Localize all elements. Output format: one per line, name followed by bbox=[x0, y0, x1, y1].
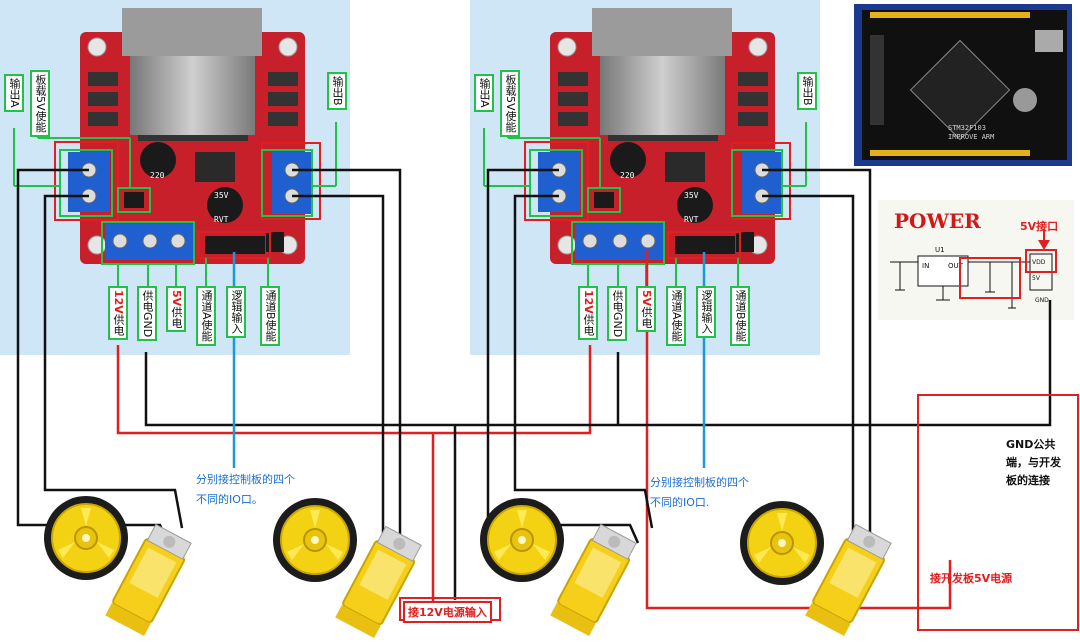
left-label-gnd: 供电GND bbox=[137, 286, 157, 342]
wire-12v bbox=[116, 250, 952, 610]
right-12v-suffix: 供电 bbox=[582, 313, 595, 336]
right-driver-board: 220 35V RVT bbox=[470, 0, 820, 355]
left-12v-suffix: 供电 bbox=[112, 313, 125, 336]
left-5v-suffix: 供电 bbox=[170, 306, 183, 329]
left-io-note: 分别接控制板的四个 不同的IO口。 bbox=[196, 472, 295, 508]
power-input-label: 接12V电源输入 bbox=[403, 601, 492, 623]
right-label-channel-b-enable: 通道B使能 bbox=[730, 286, 750, 346]
left-driver-board: 220 35V RVT bbox=[0, 0, 350, 355]
left-label-logic-input: 逻辑输入 bbox=[226, 286, 246, 338]
gnd-note-line3: 板的连接 bbox=[1006, 474, 1050, 487]
mcu-dev-board: STM32F103 IMPROVE ARM bbox=[854, 4, 1072, 166]
right-label-5v-supply: 5V供电 bbox=[636, 286, 656, 333]
right-12v-prefix: 12V bbox=[582, 290, 595, 314]
left-io-note-line1: 分别接控制板的四个 bbox=[196, 473, 295, 486]
right-io-note: 分别接控制板的四个 不同的IO口. bbox=[650, 475, 749, 511]
left-cap-silk-1: 220 bbox=[150, 171, 165, 180]
right-cap-silk-1: 220 bbox=[620, 171, 635, 180]
motor-wheel-1 bbox=[43, 495, 194, 638]
power-schematic: POWER IN OUT U1 VDD 5V GND bbox=[878, 200, 1074, 320]
dev-link-box bbox=[917, 394, 1079, 631]
schematic-out-label: OUT bbox=[948, 262, 964, 270]
left-cap-silk-2: 35V bbox=[214, 191, 229, 200]
schematic-gnd-label: GND bbox=[1035, 297, 1049, 304]
left-label-channel-b-enable: 通道B使能 bbox=[260, 286, 280, 346]
right-label-gnd: 供电GND bbox=[607, 286, 627, 342]
gnd-common-note: GND公共 端，与开发 板的连接 bbox=[1006, 436, 1061, 490]
wire-motor-right bbox=[486, 168, 872, 545]
schematic-pin-vdd: VDD bbox=[1032, 259, 1046, 266]
port-5v-label: 5V接口 bbox=[1020, 220, 1059, 233]
left-label-out-b: 输出B bbox=[327, 72, 347, 110]
power-title: POWER bbox=[894, 209, 981, 233]
right-5v-prefix: 5V bbox=[640, 290, 653, 307]
left-io-note-line2: 不同的IO口。 bbox=[196, 493, 263, 506]
right-5v-suffix: 供电 bbox=[640, 306, 653, 329]
left-5v-prefix: 5V bbox=[170, 290, 183, 307]
mcu-silk-line2: IMPROVE ARM bbox=[948, 133, 994, 141]
right-label-out-b: 输出B bbox=[797, 72, 817, 110]
schematic-pin-5v: 5V bbox=[1032, 275, 1041, 282]
motor-wheel-3 bbox=[479, 497, 639, 638]
left-label-12v-supply: 12V供电 bbox=[108, 286, 128, 340]
right-io-note-line2: 不同的IO口. bbox=[650, 496, 710, 509]
right-label-12v-supply: 12V供电 bbox=[578, 286, 598, 340]
left-label-board-5v-enable: 板载5V使能 bbox=[30, 70, 50, 137]
right-label-out-a: 输出A bbox=[474, 74, 494, 112]
right-label-board-5v-enable: 板载5V使能 bbox=[500, 70, 520, 137]
right-cap-silk-3: RVT bbox=[684, 215, 699, 224]
gnd-note-line2: 端，与开发 bbox=[1006, 456, 1061, 469]
gnd-note-line1: GND公共 bbox=[1006, 438, 1056, 451]
dev-5v-label: 接开发板5V电源 bbox=[930, 572, 1013, 585]
right-label-channel-a-enable: 通道A使能 bbox=[666, 286, 686, 346]
right-label-logic-input: 逻辑输入 bbox=[696, 286, 716, 338]
left-12v-prefix: 12V bbox=[112, 290, 125, 314]
left-cap-silk-3: RVT bbox=[214, 215, 229, 224]
schematic-in-label: IN bbox=[922, 262, 929, 270]
left-label-out-a: 输出A bbox=[4, 74, 24, 112]
mcu-silk-line1: STM32F103 bbox=[948, 124, 986, 132]
left-label-channel-a-enable: 通道A使能 bbox=[196, 286, 216, 346]
wire-gnd bbox=[144, 300, 1052, 600]
right-io-note-line1: 分别接控制板的四个 bbox=[650, 476, 749, 489]
schematic-reg-label: U1 bbox=[935, 246, 945, 254]
right-cap-silk-2: 35V bbox=[684, 191, 699, 200]
left-label-5v-supply: 5V供电 bbox=[166, 286, 186, 333]
